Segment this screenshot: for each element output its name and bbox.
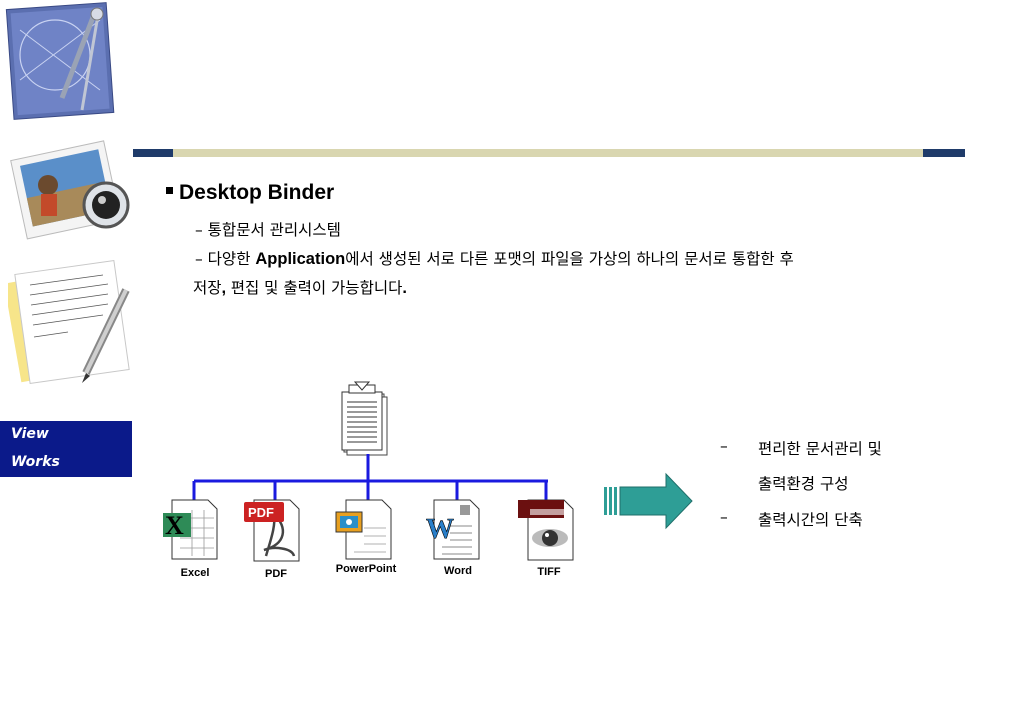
square-bullet-icon — [166, 186, 173, 194]
right-arrow-icon — [604, 472, 693, 530]
connector-lines — [192, 454, 548, 500]
letter-pen-icon — [8, 260, 130, 384]
bullet-line-2-prefix: – 다양한 — [195, 250, 256, 268]
file-label-powerpoint: PowerPoint — [335, 563, 397, 575]
slide-title: Desktop Binder — [166, 181, 334, 205]
file-label-excel: Excel — [180, 567, 210, 579]
benefit-dash-1: – — [720, 437, 728, 455]
benefit-item-1-line-1: 편리한 문서관리 및 — [758, 440, 882, 458]
word-file-icon: W — [426, 499, 480, 560]
binder-diagram: X PDF W — [163, 381, 574, 562]
badge-line-1: View — [11, 426, 49, 442]
pdf-file-icon: PDF — [244, 499, 300, 562]
badge-line-2: Works — [11, 454, 60, 470]
bullet-line-3: 저장, 편집 및 출력이 가능합니다. — [193, 276, 407, 298]
pdf-badge-text: PDF — [248, 505, 274, 520]
file-label-tiff: TIFF — [537, 566, 561, 578]
bullet-line-3-c: 편집 및 출력이 가능합니다 — [230, 279, 403, 297]
svg-text:X: X — [165, 511, 184, 540]
photo-magnifier-icon — [10, 140, 130, 240]
benefit-item-2: 출력시간의 단축 — [758, 511, 863, 529]
bullet-line-2-suffix: 에서 생성된 서로 다른 포맷의 파일을 가상의 하나의 문서로 통합한 후 — [345, 250, 794, 268]
binder-icon — [341, 381, 388, 456]
file-label-pdf: PDF — [265, 568, 287, 580]
header-bar-right-cap — [923, 149, 965, 157]
bullet-line-3-b: , — [221, 279, 231, 297]
benefit-dash-2: – — [720, 508, 728, 526]
powerpoint-file-icon — [335, 499, 392, 560]
excel-file-icon: X — [163, 499, 218, 560]
bullet-line-3-d: . — [402, 279, 407, 297]
drafting-compass-icon — [5, 2, 115, 120]
bullet-line-2-bold: Application — [255, 250, 346, 268]
tiff-file-icon — [518, 499, 574, 561]
view-works-badge: View Works — [0, 421, 132, 477]
benefit-item-1-line-2: 출력환경 구성 — [758, 475, 849, 493]
header-bar — [133, 149, 965, 157]
bullet-line-2: – 다양한 Application에서 생성된 서로 다른 포맷의 파일을 가상… — [195, 247, 794, 269]
header-bar-left-cap — [133, 149, 173, 157]
slide-title-text: Desktop Binder — [179, 181, 335, 204]
svg-text:W: W — [426, 514, 454, 545]
bullet-line-1: – 통합문서 관리시스템 — [195, 221, 341, 239]
file-label-word: Word — [444, 565, 472, 577]
bullet-line-3-a: 저장 — [193, 279, 222, 297]
